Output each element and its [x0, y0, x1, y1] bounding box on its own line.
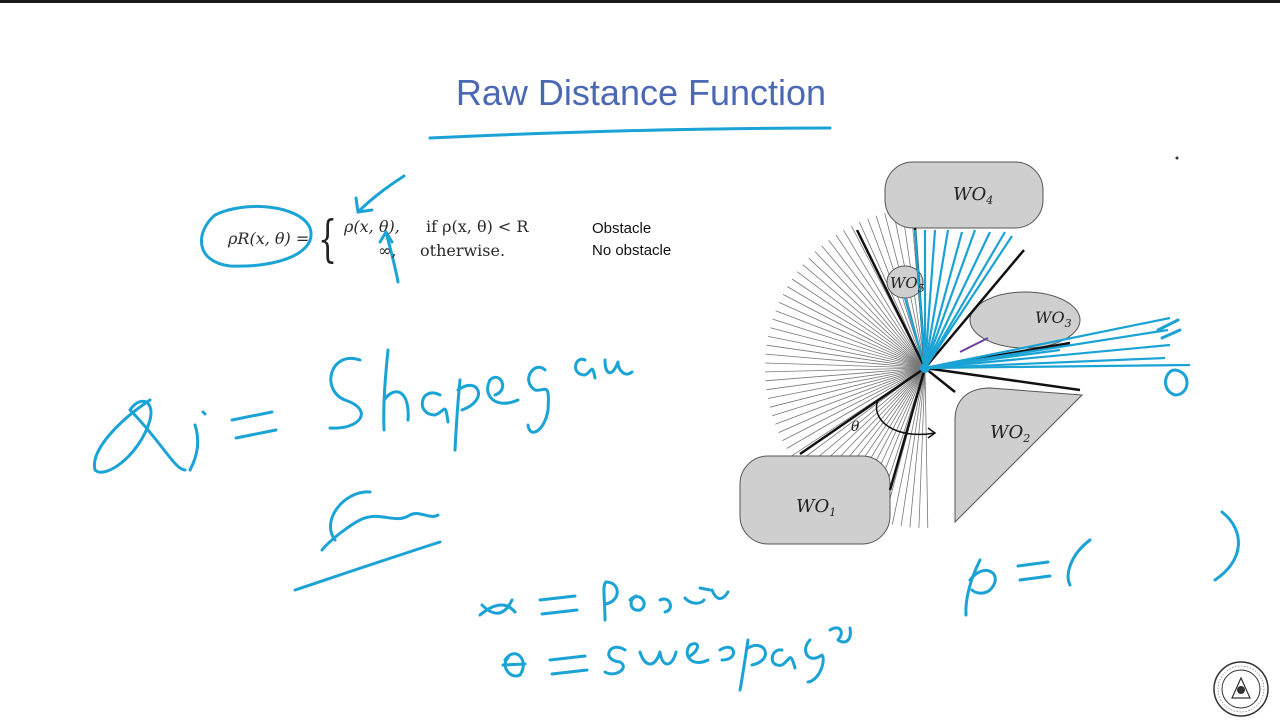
sweep-ray: [909, 367, 926, 528]
sweep-ray: [814, 251, 926, 369]
ink-e: [486, 375, 520, 405]
arrow-head-2: [378, 230, 394, 244]
lhs-circle-stroke: [200, 204, 313, 268]
ink-f-symbol: [93, 398, 187, 474]
sweep-ray: [796, 271, 926, 369]
sweep-ray: [770, 327, 926, 369]
wo4-label: WO4: [953, 184, 993, 207]
sweep-ray: [775, 310, 926, 369]
ink-equals: [230, 410, 278, 440]
sweep-ray: [782, 367, 926, 441]
formula-case1-value: ρ(x, θ),: [344, 217, 400, 236]
sweep-ray: [802, 264, 926, 369]
ink-x: [478, 598, 517, 617]
sweep-ray: [791, 278, 926, 369]
ink-dash-marks: [1156, 318, 1182, 340]
sweep-ray: [764, 367, 926, 373]
sweep-ray: [787, 286, 926, 369]
formula-brace: {: [318, 210, 338, 268]
sweep-ray: [768, 336, 926, 369]
theta-label: θ: [851, 419, 860, 435]
sweep-ray: [766, 344, 926, 369]
annotation-no-obstacle: No obstacle: [592, 242, 672, 259]
annotation-obstacle: Obstacle: [592, 220, 652, 237]
ink-zero: [1164, 368, 1189, 397]
ink-S: [328, 356, 363, 430]
sweep-ray: [778, 302, 926, 369]
sweep-ray: [782, 294, 926, 369]
sweep-ray: [765, 353, 926, 369]
boundary-rays: [799, 227, 1081, 491]
slide-title: Raw Distance Function: [455, 72, 827, 113]
sweep-ray: [769, 367, 926, 408]
ink-rays: [903, 229, 1191, 370]
institution-seal-logo: [1213, 661, 1269, 717]
wo3-label: WO3: [1035, 308, 1072, 330]
sweep-ray: [772, 318, 926, 369]
formula-case1-condition: if ρ(x, θ) < R: [426, 217, 529, 236]
ink-close-paren: [1213, 510, 1240, 582]
formula-case2-condition: otherwise.: [420, 241, 506, 260]
theta-arc: [875, 399, 936, 436]
ink-purple-mark: [959, 337, 989, 353]
ink-an: [574, 357, 634, 380]
arrow-head-1: [354, 196, 374, 214]
formula-lhs: ρR(x, θ) =: [228, 229, 310, 248]
title-underline-stroke: [428, 126, 832, 140]
formula-case2-value: ∞,: [378, 241, 397, 260]
wo5-label: WO5: [890, 274, 925, 295]
obstacle-wo4: [884, 161, 1044, 229]
sweep-ray: [801, 367, 926, 471]
sweep-ray: [821, 245, 926, 369]
sweep-ray: [765, 367, 926, 382]
wo1-label: WO1: [796, 496, 836, 519]
sweep-ray: [772, 367, 926, 417]
obstacle-wo1: [739, 455, 891, 545]
ink-subscript-i: [188, 410, 207, 472]
ink-rho: [964, 558, 997, 617]
sweep-ray: [808, 257, 926, 369]
ink-p: [453, 378, 480, 452]
ink-equals-4: [1016, 560, 1052, 582]
ink-g: [526, 366, 550, 434]
robot-position: [920, 363, 930, 373]
ink-position: [602, 580, 730, 622]
sweep-ray: [891, 367, 926, 525]
sweep-ray: [900, 367, 926, 527]
sweep-ray: [918, 367, 926, 528]
sweep-ray: [835, 234, 926, 369]
ink-obs-underline: [293, 540, 442, 592]
obstacle-wo2: [954, 387, 1084, 524]
ink-equals-3: [548, 654, 589, 676]
arrow-stroke-1: [356, 174, 406, 214]
sweep-ray: [778, 367, 926, 433]
ink-h: [382, 348, 410, 432]
ink-equals-2: [538, 594, 579, 616]
top-border: [0, 0, 1280, 3]
sweep-ray: [767, 367, 926, 399]
sweep-ray: [924, 367, 929, 529]
ink-theta: [501, 652, 527, 678]
theta-arrowhead: [927, 427, 937, 439]
sweep-ray: [775, 367, 926, 425]
sweep-ray: [828, 239, 926, 369]
wo2-label: WO2: [990, 422, 1030, 445]
sweep-ray: [766, 367, 926, 391]
sweep-ray: [786, 367, 926, 449]
ink-sweepangle: [603, 626, 852, 692]
ink-obs: [320, 490, 440, 552]
stray-dot: [1175, 156, 1179, 160]
sweep-ray: [765, 362, 926, 369]
ink-a: [420, 391, 450, 424]
sweep-ray: [843, 230, 926, 369]
ink-open-paren: [1066, 538, 1092, 587]
